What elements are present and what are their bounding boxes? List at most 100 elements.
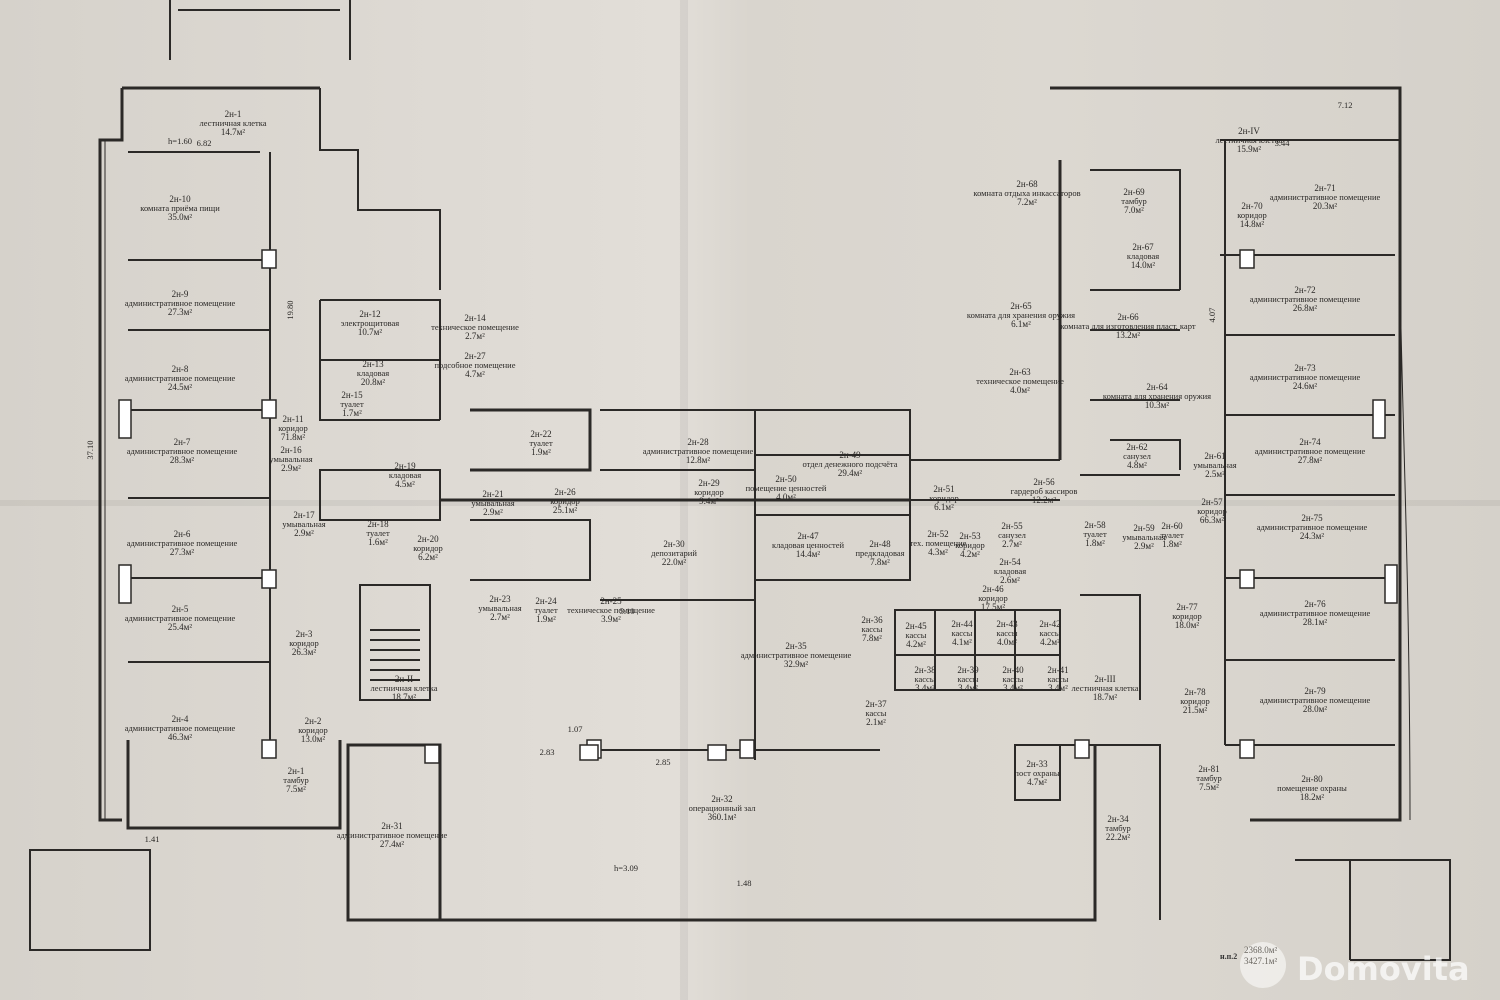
total-area-1: 2368.0м² (1244, 945, 1278, 955)
dimension-label: 7.12 (1337, 100, 1353, 110)
dimension-label: 5.10 (619, 606, 635, 616)
dimension-label: 6.82 (196, 138, 212, 148)
watermark-text: Domovita (1297, 950, 1470, 988)
dimension-label: 1.41 (144, 834, 160, 844)
dimension-label: h=3.09 (614, 863, 638, 873)
area-totals: н.п.2 2368.0м² 3427.1м² (1220, 945, 1278, 967)
dimension-label: 3.44 (1274, 138, 1290, 148)
dimension-label: 2.83 (539, 747, 555, 757)
dimension-label: 4.07 (1207, 307, 1217, 323)
dimension-label: 1.48 (736, 878, 752, 888)
dimension-label: h=1.60 (168, 136, 192, 146)
dimension-label: 1.07 (567, 724, 583, 734)
paper-fold (0, 500, 1500, 506)
dimension-label: 2.85 (655, 757, 671, 767)
dimension-label: 37.10 (85, 440, 95, 460)
watermark-logo (1240, 942, 1286, 988)
total-area-2: 3427.1м² (1244, 956, 1278, 966)
